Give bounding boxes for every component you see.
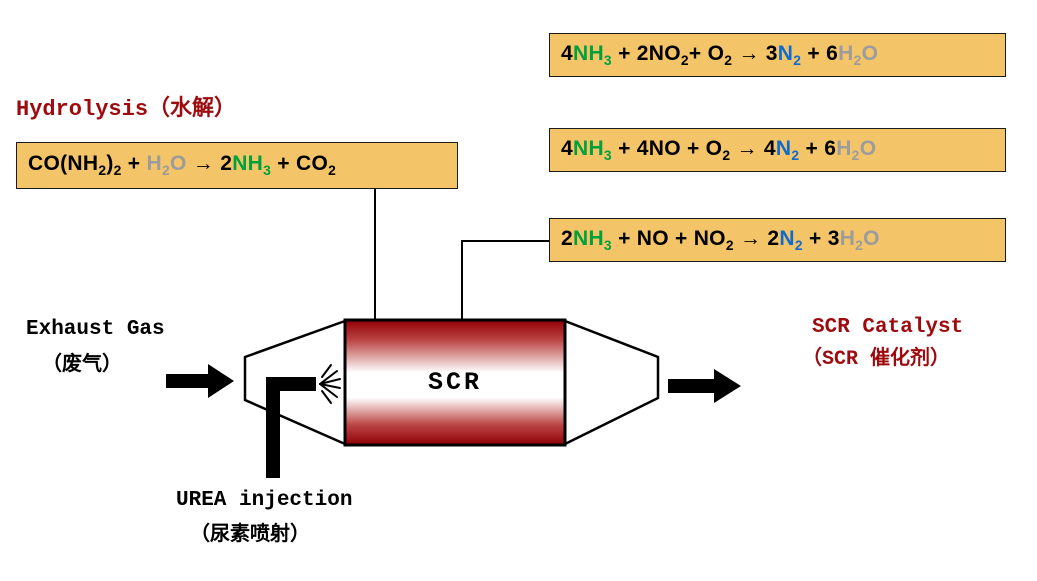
scr-catalyst-label-zh: （SCR 催化剂）: [802, 348, 951, 371]
standard-reaction-equation: 4NH3 + 4NO + O2 → 4N2 + 6H2O: [561, 136, 877, 164]
scr-cylinder-label: SCR: [427, 368, 482, 397]
scr-catalyst-label-en: SCR Catalyst: [812, 316, 964, 339]
hydrolysis-equation-box: CO(NH2)2 + H2O → 2NH3 + CO2: [16, 142, 458, 189]
outlet-cone: [563, 319, 660, 447]
no2-reaction-equation: 4NH3 + 2NO2+ O2 → 3N2 + 6H2O: [561, 41, 879, 69]
hydrolysis-equation: CO(NH2)2 + H2O → 2NH3 + CO2: [28, 152, 337, 179]
urea-spray: [319, 364, 341, 404]
exhaust-arrow: [166, 364, 234, 398]
fast-reaction-equation: 2NH3 + NO + NO2 → 2N2 + 3H2O: [561, 226, 880, 254]
exhaust-gas-label-en: Exhaust Gas: [26, 318, 165, 341]
hydrolysis-heading: Hydrolysis（水解）: [16, 97, 237, 122]
urea-injection-label-zh: （尿素喷射）: [190, 524, 310, 547]
exhaust-gas-label-zh: （废气）: [42, 354, 122, 377]
standard-reaction-box: 4NH3 + 4NO + O2 → 4N2 + 6H2O: [549, 128, 1006, 172]
urea-pipe: [266, 377, 316, 478]
outlet-arrow: [668, 369, 741, 403]
no2-reaction-box: 4NH3 + 2NO2+ O2 → 3N2 + 6H2O: [549, 33, 1006, 77]
connector-reaction-line: [461, 240, 549, 321]
fast-reaction-box: 2NH3 + NO + NO2 → 2N2 + 3H2O: [549, 218, 1006, 262]
scr-cylinder: [343, 318, 567, 447]
urea-injection-label-en: UREA injection: [176, 489, 353, 512]
